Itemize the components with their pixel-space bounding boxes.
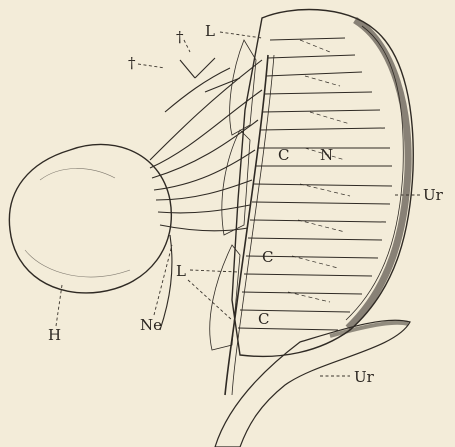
lobe-lower: [210, 245, 240, 350]
label-L-lower: L: [176, 262, 186, 280]
label-C-middle: C: [262, 248, 273, 266]
ureter-lower: [215, 320, 410, 447]
label-Ur-bottom: Ur: [354, 368, 375, 386]
label-H: H: [48, 326, 61, 344]
label-C-lower: C: [258, 310, 269, 328]
label-Ne: Ne: [140, 316, 162, 334]
organ-H: [9, 144, 171, 292]
lobe-upper: [230, 40, 256, 135]
tubule-branches: [288, 40, 350, 302]
label-Ur-right: Ur: [423, 186, 444, 204]
label-C-upper: C: [278, 146, 289, 164]
label-dagger-top: †: [176, 28, 184, 46]
tubules: [238, 38, 392, 330]
label-N: N: [320, 146, 333, 164]
central-duct: [225, 55, 268, 395]
label-dagger-left: †: [128, 54, 136, 72]
label-L-top: L: [205, 22, 215, 40]
